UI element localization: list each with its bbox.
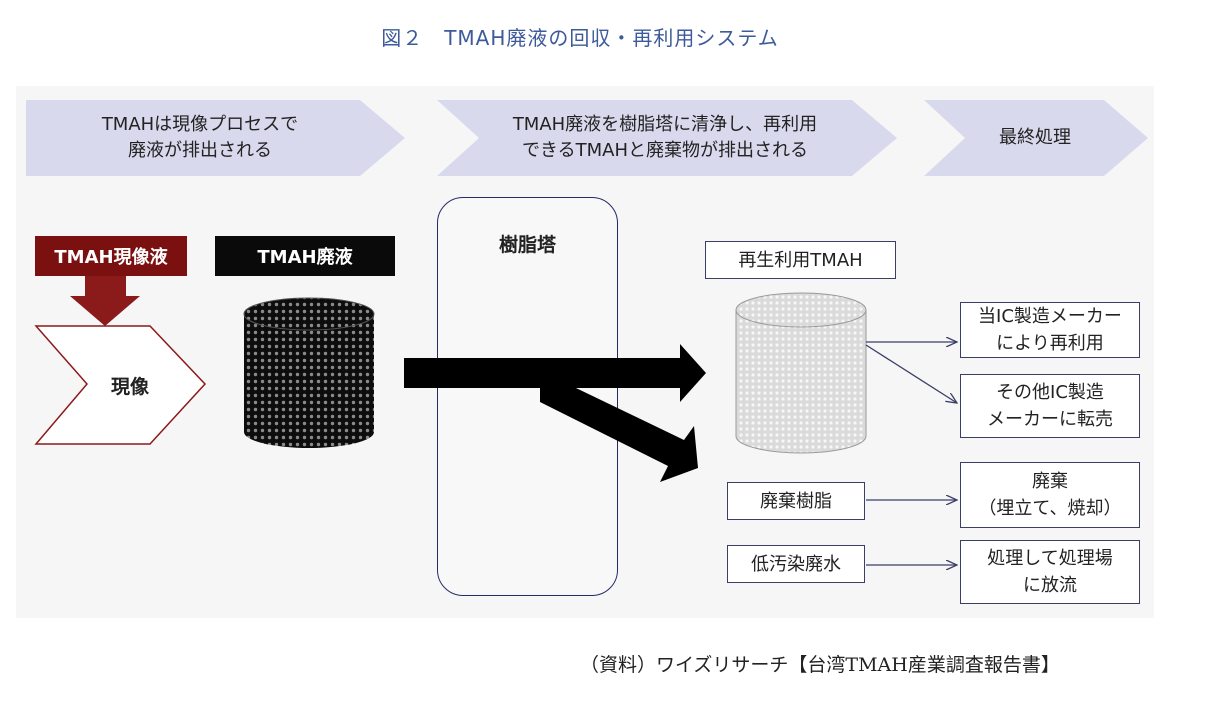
stage-1-line2: 廃液が排出される (128, 140, 272, 161)
stage-1-text: TMAHは現像プロセスで 廃液が排出される (40, 100, 360, 176)
outcome-reuse-line1: 当IC製造メーカー (978, 306, 1122, 327)
source-note: （資料）ワイズリサーチ【台湾TMAH産業調査報告書】 (580, 654, 1060, 676)
stage-1-banner (26, 100, 405, 176)
outcome-resale-line1: その他IC製造 (996, 382, 1104, 403)
stage-3-text: 最終処理 (950, 100, 1120, 176)
waste-resin-label: 廃棄樹脂 (727, 482, 865, 520)
waste-liquid-tag: TMAH廃液 (215, 236, 395, 276)
outcome-resale: その他IC製造 メーカーに転売 (960, 374, 1140, 438)
low-pollution-water-label: 低汚染廃水 (727, 545, 865, 583)
flow-arrow-waste (540, 388, 698, 482)
develop-chevron (34, 325, 207, 445)
outcome-discharge: 処理して処理場 に放流 (960, 540, 1140, 604)
stage-2-line2: できるTMAHと廃棄物が排出される (521, 140, 808, 161)
outcome-reuse-line2: により再利用 (996, 333, 1104, 354)
outcome-reuse: 当IC製造メーカー により再利用 (960, 302, 1140, 358)
recycled-tmah-cylinder (735, 292, 867, 454)
stage-3-banner (924, 100, 1148, 176)
stage-2-banner (437, 100, 897, 176)
outcome-resale-line2: メーカーに転売 (987, 409, 1113, 430)
resin-tower-label: 樹脂塔 (498, 234, 556, 256)
figure-title: 図２ TMAH廃液の回収・再利用システム (381, 26, 779, 50)
stage-3-line1: 最終処理 (999, 127, 1071, 148)
develop-label: 現像 (110, 376, 149, 398)
outcome-discharge-line2: に放流 (1023, 575, 1077, 596)
recycled-tmah-label: 再生利用TMAH (705, 241, 896, 279)
arrow-to-resale (865, 344, 957, 403)
outcome-discharge-line1: 処理して処理場 (987, 548, 1113, 569)
outcome-disposal: 廃棄 （埋立て、焼却） (960, 462, 1140, 528)
stage-2-text: TMAH廃液を樹脂塔に清浄し、再利用 できるTMAHと廃棄物が排出される (470, 100, 860, 176)
down-arrow-icon (70, 276, 140, 326)
waste-liquid-cylinder (243, 297, 375, 448)
outcome-disposal-line1: 廃棄 (1031, 471, 1068, 492)
stage-1-line1: TMAHは現像プロセスで (101, 114, 299, 135)
outcome-disposal-line2: （埋立て、焼却） (978, 498, 1122, 519)
stage-2-line1: TMAH廃液を樹脂塔に清浄し、再利用 (512, 114, 818, 135)
developer-tag: TMAH現像液 (35, 236, 187, 276)
flow-arrow-recycle (404, 344, 706, 402)
